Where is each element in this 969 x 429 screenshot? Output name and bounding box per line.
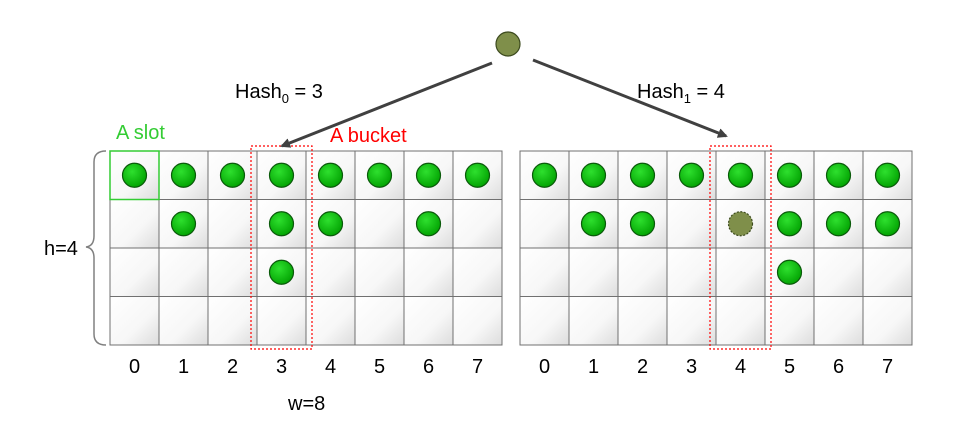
- table-cell: [305, 296, 356, 346]
- table-cell: [109, 199, 160, 249]
- table-cell: [403, 296, 454, 346]
- item-ball: [415, 211, 442, 237]
- item-ball: [121, 162, 148, 188]
- hash0-label: Hash0 = 3: [235, 81, 323, 106]
- table-cell: [519, 150, 570, 200]
- item-ball: [531, 162, 558, 188]
- column-index: 1: [178, 356, 189, 378]
- table-cell: [109, 247, 160, 297]
- table-cell: [519, 247, 570, 297]
- table-cell: [519, 199, 570, 249]
- item-ball: [629, 211, 656, 237]
- table-cell: [452, 296, 503, 346]
- table-cell: [715, 296, 766, 346]
- table-cell: [354, 247, 405, 297]
- width-label: w=8: [287, 393, 325, 415]
- height-brace: [85, 150, 107, 346]
- item-ball: [268, 259, 295, 285]
- item-ball: [776, 162, 803, 188]
- item-ball: [219, 162, 246, 188]
- item-ball: [170, 211, 197, 237]
- column-index: 6: [423, 356, 434, 378]
- item-ball: [580, 162, 607, 188]
- column-index: 3: [686, 356, 697, 378]
- item-ball: [317, 162, 344, 188]
- table-1: 0 1 2 3 4 5 6 7: [519, 145, 913, 378]
- slot-highlight: [109, 150, 160, 201]
- item-ball: [874, 162, 901, 188]
- table-cell: [813, 247, 864, 297]
- column-index: 5: [784, 356, 795, 378]
- column-index: 1: [588, 356, 599, 378]
- item-ball: [874, 211, 901, 237]
- table-cell: [305, 247, 356, 297]
- item-ball: [776, 259, 803, 285]
- item-ball: [825, 211, 852, 237]
- column-index: 4: [735, 356, 746, 378]
- column-index: 2: [227, 356, 238, 378]
- table-cell: [207, 247, 258, 297]
- table-cell: [207, 296, 258, 346]
- bucket-label: A bucket: [330, 125, 407, 147]
- table-cell: [158, 296, 209, 346]
- column-index: 5: [374, 356, 385, 378]
- column-index: 6: [833, 356, 844, 378]
- item-ball: [629, 162, 656, 188]
- table-cell: [519, 296, 570, 346]
- hash1-label: Hash1 = 4: [637, 81, 725, 106]
- table-cell: [568, 247, 619, 297]
- height-label: h=4: [44, 238, 78, 260]
- column-index: 7: [882, 356, 893, 378]
- table-cell: [764, 296, 815, 346]
- column-index: 7: [472, 356, 483, 378]
- table-cell: [666, 296, 717, 346]
- table-cell: [354, 296, 405, 346]
- table-cell: [158, 247, 209, 297]
- table-cell: [862, 247, 913, 297]
- column-index: 0: [129, 356, 140, 378]
- table-cell: [452, 150, 503, 200]
- table-cell: [256, 296, 307, 346]
- item-ball: [580, 211, 607, 237]
- column-index: 3: [276, 356, 287, 378]
- slot-label: A slot: [116, 122, 165, 144]
- table-cell: [666, 247, 717, 297]
- table-cell: [715, 247, 766, 297]
- table-cell: [354, 199, 405, 249]
- column-index: 0: [539, 356, 550, 378]
- table-cell: [452, 247, 503, 297]
- item-ball: [170, 162, 197, 188]
- new-item-ball: [495, 31, 521, 57]
- new-item-ball: [727, 211, 754, 237]
- table-cell: [666, 199, 717, 249]
- table-0: 0 1 2 3 4 5 6 7: [109, 145, 503, 378]
- item-ball: [317, 211, 344, 237]
- table-cell: [403, 247, 454, 297]
- item-ball: [678, 162, 705, 188]
- table-cell: [617, 247, 668, 297]
- hash1-arrow: [532, 58, 728, 138]
- column-index: 4: [325, 356, 336, 378]
- item-ball: [268, 162, 295, 188]
- item-ball: [268, 211, 295, 237]
- item-ball: [776, 211, 803, 237]
- table-cell: [568, 296, 619, 346]
- table-cell: [617, 296, 668, 346]
- item-ball: [464, 162, 491, 188]
- table-cell: [862, 296, 913, 346]
- item-ball: [727, 162, 754, 188]
- table-cell: [109, 296, 160, 346]
- item-ball: [415, 162, 442, 188]
- item-ball: [825, 162, 852, 188]
- item-ball: [366, 162, 393, 188]
- hash0-arrow: [280, 61, 493, 148]
- table-cell: [568, 199, 619, 249]
- table-cell: [207, 199, 258, 249]
- hash-tables: 0 1 2 3 4 5 6 7 0 1 2 3 4 5 6 7: [109, 145, 913, 378]
- table-cell: [813, 296, 864, 346]
- column-index: 2: [637, 356, 648, 378]
- table-cell: [452, 199, 503, 249]
